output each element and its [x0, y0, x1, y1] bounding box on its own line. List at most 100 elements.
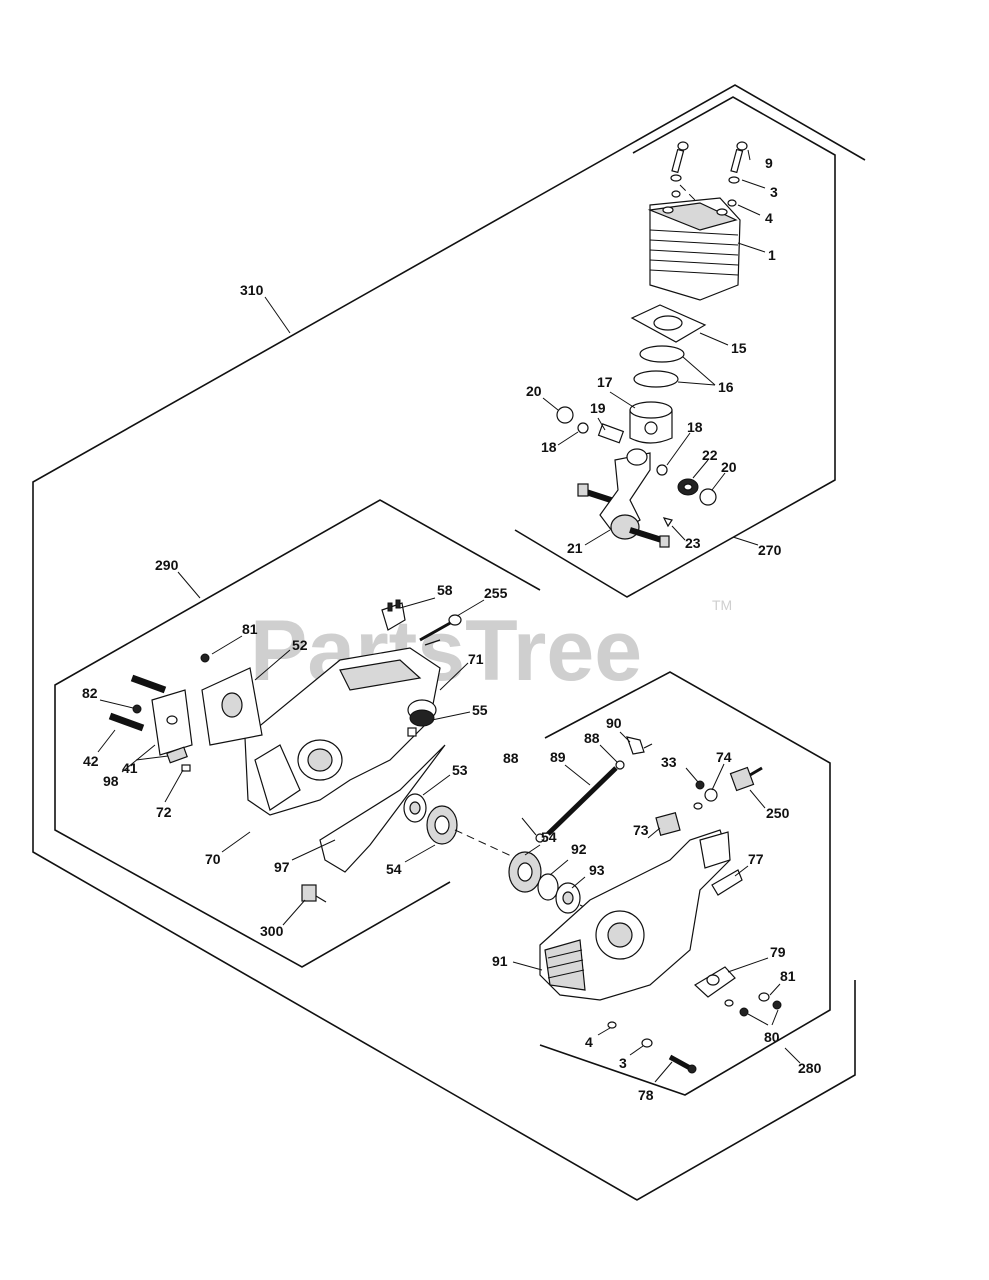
callout-89: 89 — [550, 749, 566, 765]
leader-3b — [629, 1045, 644, 1056]
bar-stud-lower — [108, 712, 145, 732]
group-290-outline — [54, 499, 541, 968]
choke-rod — [419, 614, 462, 646]
cylinder-screw-left — [671, 141, 689, 174]
piston — [629, 401, 673, 444]
fuel-fitting — [626, 736, 653, 755]
callout-18: 18 — [687, 419, 703, 435]
oil-pump — [407, 709, 435, 737]
callout-58: 58 — [437, 582, 453, 598]
callout-42: 42 — [83, 753, 99, 769]
main-bearing-right — [508, 851, 542, 893]
pin-72 — [181, 764, 191, 772]
leader-21 — [584, 529, 611, 546]
crankshaft — [577, 448, 670, 548]
leader-91 — [512, 961, 543, 971]
leader-270 — [732, 536, 759, 546]
callout-53: 53 — [452, 762, 468, 778]
callout-1: 1 — [768, 247, 776, 263]
leader-80b — [771, 1009, 779, 1026]
leader-22 — [692, 459, 709, 479]
callout-70: 70 — [205, 851, 221, 867]
leader-92 — [549, 859, 569, 876]
leader-81b — [769, 983, 781, 996]
o-ring-lower — [535, 833, 545, 843]
oil-seal-93 — [555, 882, 581, 914]
callout-22: 22 — [702, 447, 718, 463]
leader-90 — [619, 731, 631, 743]
leader-55 — [431, 711, 471, 721]
leader-88a — [599, 744, 618, 763]
callout-91: 91 — [492, 953, 508, 969]
callout-3: 3 — [770, 184, 778, 200]
left-crankcase-assembly — [108, 599, 521, 903]
washer-left — [670, 174, 682, 182]
cylinder-screw-right — [730, 141, 748, 174]
lockwasher-left — [671, 190, 681, 198]
callout-17: 17 — [597, 374, 613, 390]
callout-21: 21 — [567, 540, 583, 556]
group-280-outline — [539, 671, 831, 1096]
bearing-axis — [454, 829, 521, 861]
air-valve — [301, 884, 327, 903]
leader-4b — [597, 1027, 611, 1036]
impulse-tube — [546, 766, 618, 836]
callout-20: 20 — [721, 459, 737, 475]
leader-53 — [422, 774, 451, 796]
callout-79: 79 — [770, 944, 786, 960]
leader-255 — [456, 599, 485, 617]
screw-81 — [200, 653, 210, 663]
leader-79 — [727, 957, 769, 973]
leader-77 — [734, 865, 749, 877]
leader-310 — [264, 296, 291, 334]
callout-55: 55 — [472, 702, 488, 718]
bearing-plate — [201, 667, 263, 746]
bushing-73 — [655, 811, 681, 837]
leader-250 — [749, 789, 766, 809]
callout-15: 15 — [731, 340, 747, 356]
washer-3 — [641, 1038, 653, 1048]
callout-92: 92 — [571, 841, 587, 857]
leader-71 — [439, 662, 469, 691]
crankcase-gasket — [319, 744, 446, 873]
leader-74 — [711, 763, 725, 791]
bolt-78 — [668, 1054, 697, 1074]
leader-98 — [121, 744, 156, 773]
oil-seal-53 — [403, 793, 427, 823]
spring-clip — [704, 788, 718, 802]
callout-80: 80 — [764, 1029, 780, 1045]
chain-catcher — [166, 746, 188, 764]
cylinder — [647, 197, 741, 301]
leader-78 — [654, 1061, 673, 1083]
stud-nut — [132, 704, 142, 714]
leader-17 — [609, 391, 636, 409]
leader-280 — [784, 1047, 801, 1064]
switch-bracket — [381, 599, 406, 631]
leader-1 — [737, 242, 766, 253]
leader-72 — [164, 769, 184, 803]
group-label-280: 280 — [798, 1060, 822, 1076]
callout-54: 54 — [541, 829, 557, 845]
leader-300 — [282, 899, 306, 926]
callout-18: 18 — [541, 439, 557, 455]
callout-52: 52 — [292, 637, 308, 653]
callout-97: 97 — [274, 859, 290, 875]
leader-80a — [747, 1013, 769, 1026]
callout-4: 4 — [765, 210, 773, 226]
group-310-outline — [32, 84, 866, 1201]
callout-81: 81 — [242, 621, 258, 637]
right-crankcase-assembly — [508, 736, 782, 1074]
leader-16-lower — [677, 381, 716, 386]
circlip-right — [656, 464, 668, 476]
leader-81a — [211, 635, 243, 655]
bracket-77 — [711, 869, 743, 896]
callout-54: 54 — [386, 861, 402, 877]
callout-78: 78 — [638, 1087, 654, 1103]
group-label-310: 310 — [240, 282, 264, 298]
washer-81 — [758, 992, 770, 1002]
screw-33 — [693, 780, 705, 810]
leader-93 — [571, 876, 586, 889]
leader-18a — [557, 431, 579, 446]
leader-9 — [747, 149, 751, 161]
